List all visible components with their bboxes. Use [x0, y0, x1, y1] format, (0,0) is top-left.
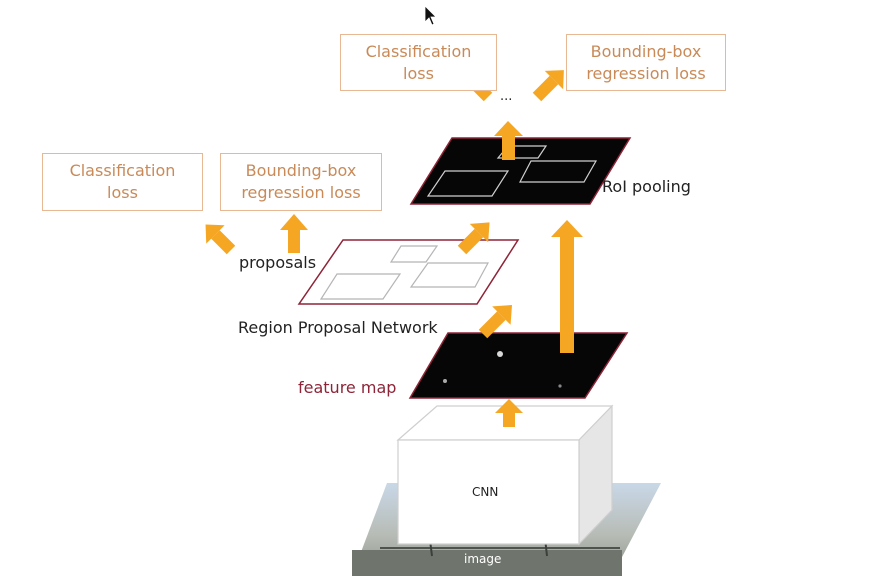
top-ellipsis: ...	[500, 89, 513, 104]
roi-pooling-label: RoI pooling	[602, 177, 691, 196]
top-cls-loss-line2: loss	[403, 63, 434, 83]
roi-pooling-plane	[409, 137, 632, 205]
arrow-image-to-feature-map	[495, 399, 523, 427]
top-bbox-loss-line1: Bounding-box	[590, 41, 702, 61]
arrow-rpn-to-bbox-loss	[280, 214, 308, 253]
feature-map-label: feature map	[298, 378, 397, 397]
rpn-label: Region Proposal Network	[238, 318, 438, 337]
rpn-bbox-loss-line2: regression loss	[241, 183, 361, 202]
rpn-cls-loss-line1: Classification	[69, 161, 176, 180]
rpn-bbox-loss-line1: Bounding-box	[245, 161, 357, 180]
feature-map-plane	[408, 332, 629, 399]
arrow-feature-map-to-rpn	[478, 305, 512, 339]
rpn-classification-loss-box: Classification loss	[42, 153, 203, 211]
proposals-plane	[297, 239, 520, 305]
top-bbox-regression-loss-box: Bounding-box regression loss	[566, 34, 726, 91]
image-label: image	[464, 552, 502, 566]
cnn-label: CNN	[472, 485, 499, 499]
top-cls-loss-line1: Classification	[365, 41, 472, 61]
arrow-rpn-to-cls-loss	[205, 224, 236, 255]
mouse-cursor-icon	[424, 5, 437, 26]
arrow-proposals-to-roi-pooling	[457, 222, 490, 255]
arrow-to-top-bbox-loss	[532, 70, 564, 102]
arrow-roi-to-output	[494, 121, 523, 160]
arrow-feature-map-to-roi-pooling	[551, 220, 583, 353]
top-classification-loss-box: Classification loss	[340, 34, 497, 91]
rpn-bbox-regression-loss-box: Bounding-box regression loss	[220, 153, 382, 211]
top-bbox-loss-line2: regression loss	[586, 63, 706, 83]
cnn-block	[396, 404, 614, 546]
rpn-cls-loss-line2: loss	[107, 183, 138, 202]
proposals-label: proposals	[239, 253, 317, 272]
